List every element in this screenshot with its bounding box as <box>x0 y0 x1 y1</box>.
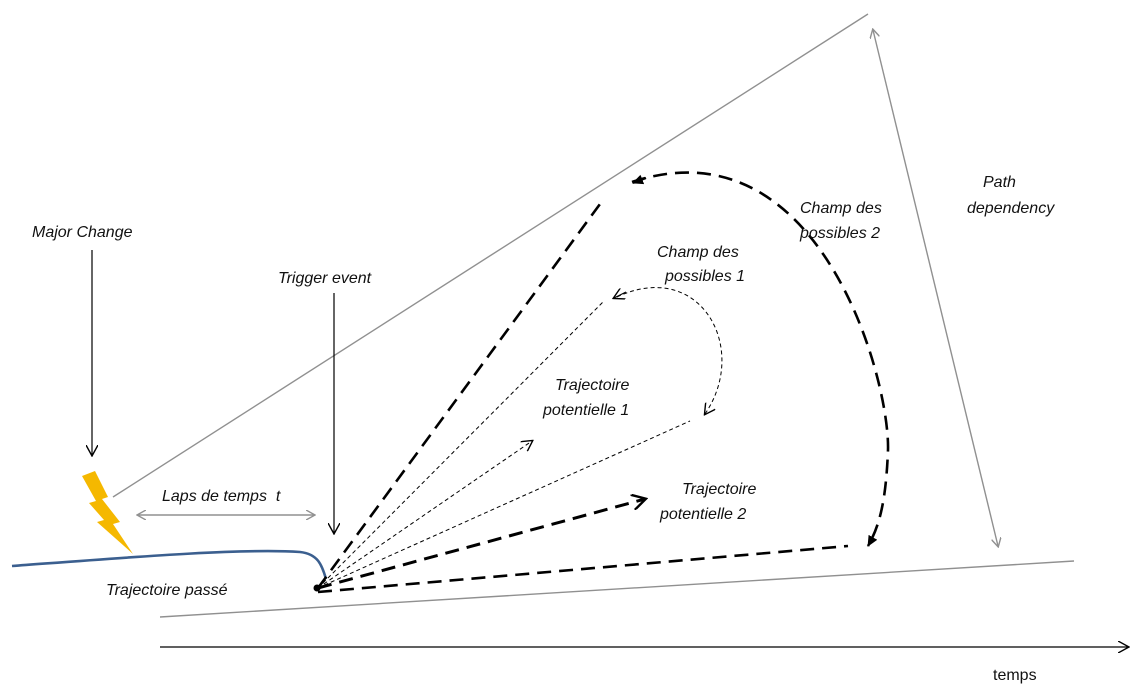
time-axis-label: temps <box>993 667 1037 684</box>
past-trajectory-curve <box>11 549 328 580</box>
path-dependency-label-line2: dependency <box>967 200 1055 217</box>
field-1-loop <box>616 287 723 414</box>
field-2-loop-start-arrow <box>632 174 647 185</box>
lightning-bolt-icon <box>82 471 133 554</box>
field-1-return-ray <box>317 420 691 589</box>
field-2-label-line1: Champ des <box>800 200 882 217</box>
field-2-return-ray <box>317 544 849 594</box>
field-1-label-line1: Champ des <box>657 244 739 261</box>
path-dependency-arrow <box>873 30 998 546</box>
potential-trajectory-2-label-line2: potentielle 2 <box>659 506 746 523</box>
time-lapse-label: Laps de temps t <box>162 488 281 505</box>
path-dependency-label-line1: Path <box>983 174 1016 191</box>
potential-trajectory-2-label-line1: Trajectoire <box>682 481 756 498</box>
upper-boundary-line <box>112 13 869 498</box>
potential-trajectory-1-label-line1: Trajectoire <box>555 377 629 394</box>
field-2-loop <box>631 171 890 547</box>
potential-trajectory-2-arrow <box>317 499 645 590</box>
past-trajectory-label: Trajectoire passé <box>106 582 228 599</box>
field-1-ray <box>317 300 605 589</box>
origin-point <box>313 584 321 592</box>
potential-trajectory-1-label-line2: potentielle 1 <box>542 402 629 419</box>
major-change-label: Major Change <box>32 224 133 241</box>
field-2-ray <box>316 203 602 589</box>
field-1-loop-start-arrow <box>614 292 627 298</box>
lower-boundary-line <box>159 560 1075 618</box>
trigger-event-label: Trigger event <box>278 270 372 287</box>
field-1-label-line2: possibles 1 <box>664 268 745 285</box>
field-2-label-line2: possibles 2 <box>799 225 880 242</box>
potential-trajectory-1-arrow <box>317 441 532 589</box>
